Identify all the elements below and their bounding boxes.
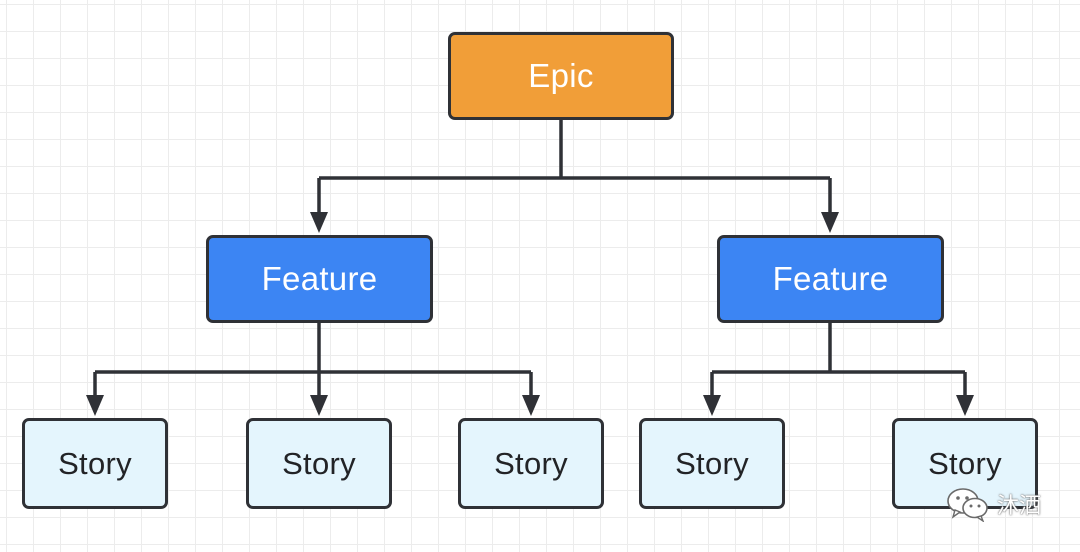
feature-node-label: Feature (772, 260, 889, 297)
epic-node-label: Epic (528, 57, 594, 94)
arrowhead-feature-2 (821, 212, 839, 233)
arrowhead-story-1 (86, 395, 104, 416)
arrowhead-story-2 (310, 395, 328, 416)
story-node-4[interactable]: Story (639, 418, 785, 509)
edge-epic-to-features (317, 120, 832, 214)
edge-feature-2-to-stories (710, 323, 967, 397)
watermark-text: 沐洒 (997, 494, 1042, 519)
story-node-3[interactable]: Story (458, 418, 604, 509)
edge-feature-1-to-stories (93, 323, 533, 397)
story-node-label: Story (928, 445, 1002, 481)
watermark: 沐洒 (945, 484, 1055, 524)
arrowhead-story-4 (703, 395, 721, 416)
story-node-label: Story (675, 445, 749, 481)
arrowhead-story-3 (522, 395, 540, 416)
arrowhead-feature-1 (310, 212, 328, 233)
feature-node-label: Feature (261, 260, 378, 297)
story-node-label: Story (282, 445, 356, 481)
feature-node-1[interactable]: Feature (206, 235, 433, 323)
story-node-label: Story (58, 445, 132, 481)
story-node-label: Story (494, 445, 568, 481)
arrowhead-story-5 (956, 395, 974, 416)
feature-node-2[interactable]: Feature (717, 235, 944, 323)
story-node-1[interactable]: Story (22, 418, 168, 509)
story-node-2[interactable]: Story (246, 418, 392, 509)
epic-node[interactable]: Epic (448, 32, 674, 120)
wechat-icon (947, 488, 988, 522)
